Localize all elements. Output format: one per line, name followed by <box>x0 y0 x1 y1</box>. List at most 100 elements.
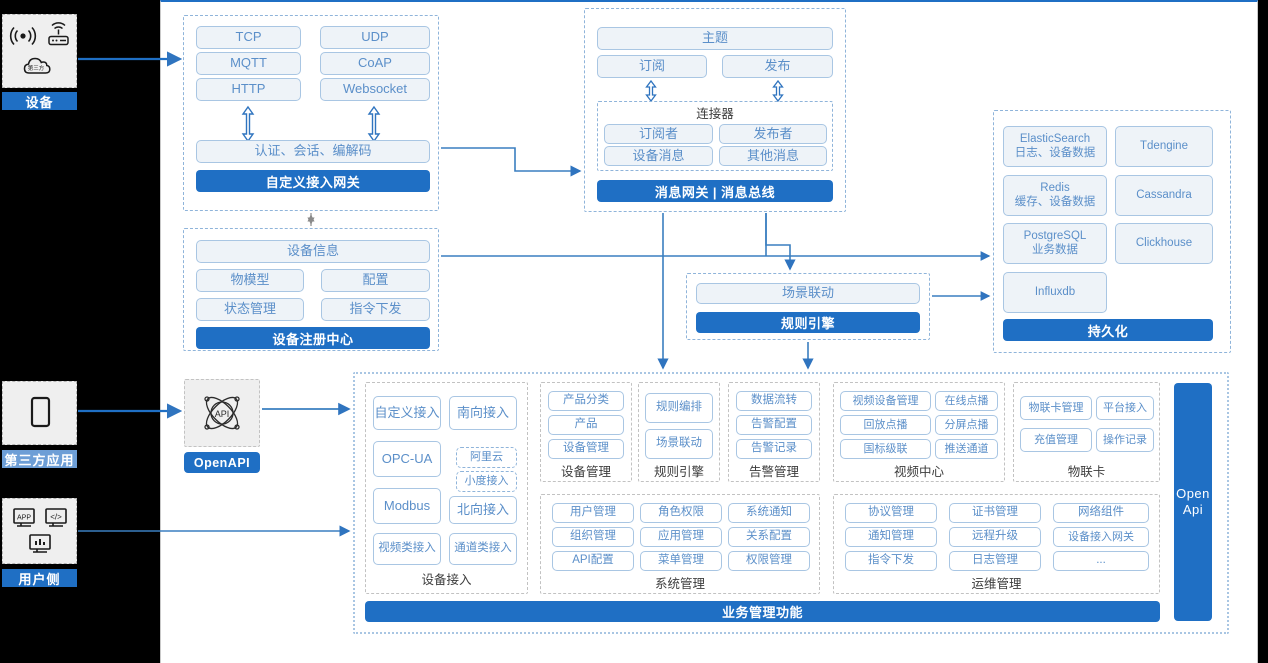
vc-video-device-management[interactable]: 视频设备管理 <box>840 391 931 411</box>
caption-device-management: 设备管理 <box>540 461 632 479</box>
am-alarm-config[interactable]: 告警配置 <box>736 415 812 435</box>
vc-gb-cascade[interactable]: 国标级联 <box>840 439 931 459</box>
publish-node[interactable]: 发布 <box>722 55 833 78</box>
access-modbus[interactable]: Modbus <box>373 488 441 524</box>
device-registry-center-bar[interactable]: 设备注册中心 <box>196 327 430 349</box>
sm-role-permission[interactable]: 角色权限 <box>640 503 722 523</box>
auth-session-codec[interactable]: 认证、会话、编解码 <box>196 140 430 163</box>
business-function-bar[interactable]: 业务管理功能 <box>365 601 1160 622</box>
bar-label: 消息网关 | 消息总线 <box>654 184 776 200</box>
sm-system-notice[interactable]: 系统通知 <box>728 503 810 523</box>
topic-node[interactable]: 主题 <box>597 27 833 50</box>
node-label: 发布者 <box>753 125 793 141</box>
node-label: 推送通道 <box>944 442 989 455</box>
om-remote-upgrade[interactable]: 远程升级 <box>949 527 1041 547</box>
store-tdengine[interactable]: Tdengine <box>1115 126 1213 167</box>
access-channel[interactable]: 通道类接入 <box>449 533 517 565</box>
openapi-icon-frame: API <box>184 379 260 447</box>
bar-label: 自定义接入网关 <box>265 174 361 190</box>
node-label: 视频设备管理 <box>852 394 919 407</box>
persistence-frame <box>993 110 1231 353</box>
caption-device-access: 设备接入 <box>365 569 528 587</box>
re-scene-linkage[interactable]: 场景联动 <box>645 429 713 459</box>
vc-push-channel[interactable]: 推送通道 <box>935 439 998 459</box>
connector-device-message[interactable]: 设备消息 <box>604 146 713 166</box>
sm-menu-management[interactable]: 菜单管理 <box>640 551 722 571</box>
access-northbound[interactable]: 北向接入 <box>449 496 517 524</box>
ic-card-management[interactable]: 物联卡管理 <box>1020 396 1092 420</box>
vc-playback[interactable]: 回放点播 <box>840 415 931 435</box>
protocol-tcp[interactable]: TCP <box>196 26 301 49</box>
sm-api-config[interactable]: API配置 <box>552 551 634 571</box>
am-alarm-record[interactable]: 告警记录 <box>736 439 812 459</box>
code-monitor-icon: </> <box>45 508 67 527</box>
node-label: 分屏点播 <box>944 418 989 431</box>
state-management-node[interactable]: 状态管理 <box>196 298 304 321</box>
group-device-management-frame <box>540 382 632 482</box>
ic-operation-record[interactable]: 操作记录 <box>1096 428 1154 452</box>
access-southbound[interactable]: 南向接入 <box>449 396 517 430</box>
custom-access-gateway-bar[interactable]: 自定义接入网关 <box>196 170 430 192</box>
open-api-side-bar[interactable]: Open Api <box>1174 383 1212 621</box>
node-label: 配置 <box>362 272 389 288</box>
om-protocol-management[interactable]: 协议管理 <box>845 503 937 523</box>
node-label: 权限管理 <box>746 554 792 567</box>
access-custom[interactable]: 自定义接入 <box>373 396 441 430</box>
om-log-management[interactable]: 日志管理 <box>949 551 1041 571</box>
access-video[interactable]: 视频类接入 <box>373 533 441 565</box>
vc-split-screen-play[interactable]: 分屏点播 <box>935 415 998 435</box>
sm-permission-management[interactable]: 权限管理 <box>728 551 810 571</box>
device-info-node[interactable]: 设备信息 <box>196 240 430 263</box>
access-opc-ua[interactable]: OPC-UA <box>373 441 441 477</box>
business-frame <box>353 372 1229 634</box>
persistence-bar[interactable]: 持久化 <box>1003 319 1213 341</box>
access-aliyun[interactable]: 阿里云 <box>456 447 517 468</box>
sm-app-management[interactable]: 应用管理 <box>640 527 722 547</box>
am-data-flow[interactable]: 数据流转 <box>736 391 812 411</box>
connector-publisher[interactable]: 发布者 <box>719 124 827 144</box>
store-cassandra[interactable]: Cassandra <box>1115 175 1213 216</box>
sm-relation-config[interactable]: 关系配置 <box>728 527 810 547</box>
node-label: HTTP <box>231 81 266 97</box>
bidirectional-arrow-left <box>238 105 258 143</box>
om-more[interactable]: ... <box>1053 551 1149 571</box>
re-rule-orchestration[interactable]: 规则编排 <box>645 393 713 423</box>
openapi-label-bar[interactable]: OpenAPI <box>184 452 260 473</box>
access-xiaodu[interactable]: 小度接入 <box>456 471 517 492</box>
rail-label-device: 设备 <box>2 92 77 110</box>
om-cert-management[interactable]: 证书管理 <box>949 503 1041 523</box>
protocol-http[interactable]: HTTP <box>196 78 301 101</box>
dm-product[interactable]: 产品 <box>548 415 624 435</box>
protocol-mqtt[interactable]: MQTT <box>196 52 301 75</box>
caption-rule-engine: 规则引擎 <box>638 461 720 479</box>
om-command-dispatch[interactable]: 指令下发 <box>845 551 937 571</box>
dm-device-management[interactable]: 设备管理 <box>548 439 624 459</box>
connector-subscriber[interactable]: 订阅者 <box>604 124 713 144</box>
sm-user-management[interactable]: 用户管理 <box>552 503 634 523</box>
om-network-component[interactable]: 网络组件 <box>1053 503 1149 523</box>
protocol-udp[interactable]: UDP <box>320 26 430 49</box>
config-node[interactable]: 配置 <box>321 269 430 292</box>
vc-online-play[interactable]: 在线点播 <box>935 391 998 411</box>
ic-recharge-management[interactable]: 充值管理 <box>1020 428 1092 452</box>
protocol-coap[interactable]: CoAP <box>320 52 430 75</box>
thing-model-node[interactable]: 物模型 <box>196 269 304 292</box>
store-clickhouse[interactable]: Clickhouse <box>1115 223 1213 264</box>
command-dispatch-node[interactable]: 指令下发 <box>321 298 430 321</box>
protocol-websocket[interactable]: Websocket <box>320 78 430 101</box>
dm-product-category[interactable]: 产品分类 <box>548 391 624 411</box>
store-influxdb[interactable]: Influxdb <box>1003 272 1107 313</box>
connector-other-message[interactable]: 其他消息 <box>719 146 827 166</box>
sm-org-management[interactable]: 组织管理 <box>552 527 634 547</box>
rule-engine-bar[interactable]: 规则引擎 <box>696 312 920 333</box>
om-notice-management[interactable]: 通知管理 <box>845 527 937 547</box>
node-label: ... <box>1096 554 1106 567</box>
message-gateway-bar[interactable]: 消息网关 | 消息总线 <box>597 180 833 202</box>
scene-linkage-node[interactable]: 场景联动 <box>696 283 920 304</box>
om-device-access-gateway[interactable]: 设备接入网关 <box>1053 527 1149 547</box>
subscribe-node[interactable]: 订阅 <box>597 55 707 78</box>
ic-platform-access[interactable]: 平台接入 <box>1096 396 1154 420</box>
